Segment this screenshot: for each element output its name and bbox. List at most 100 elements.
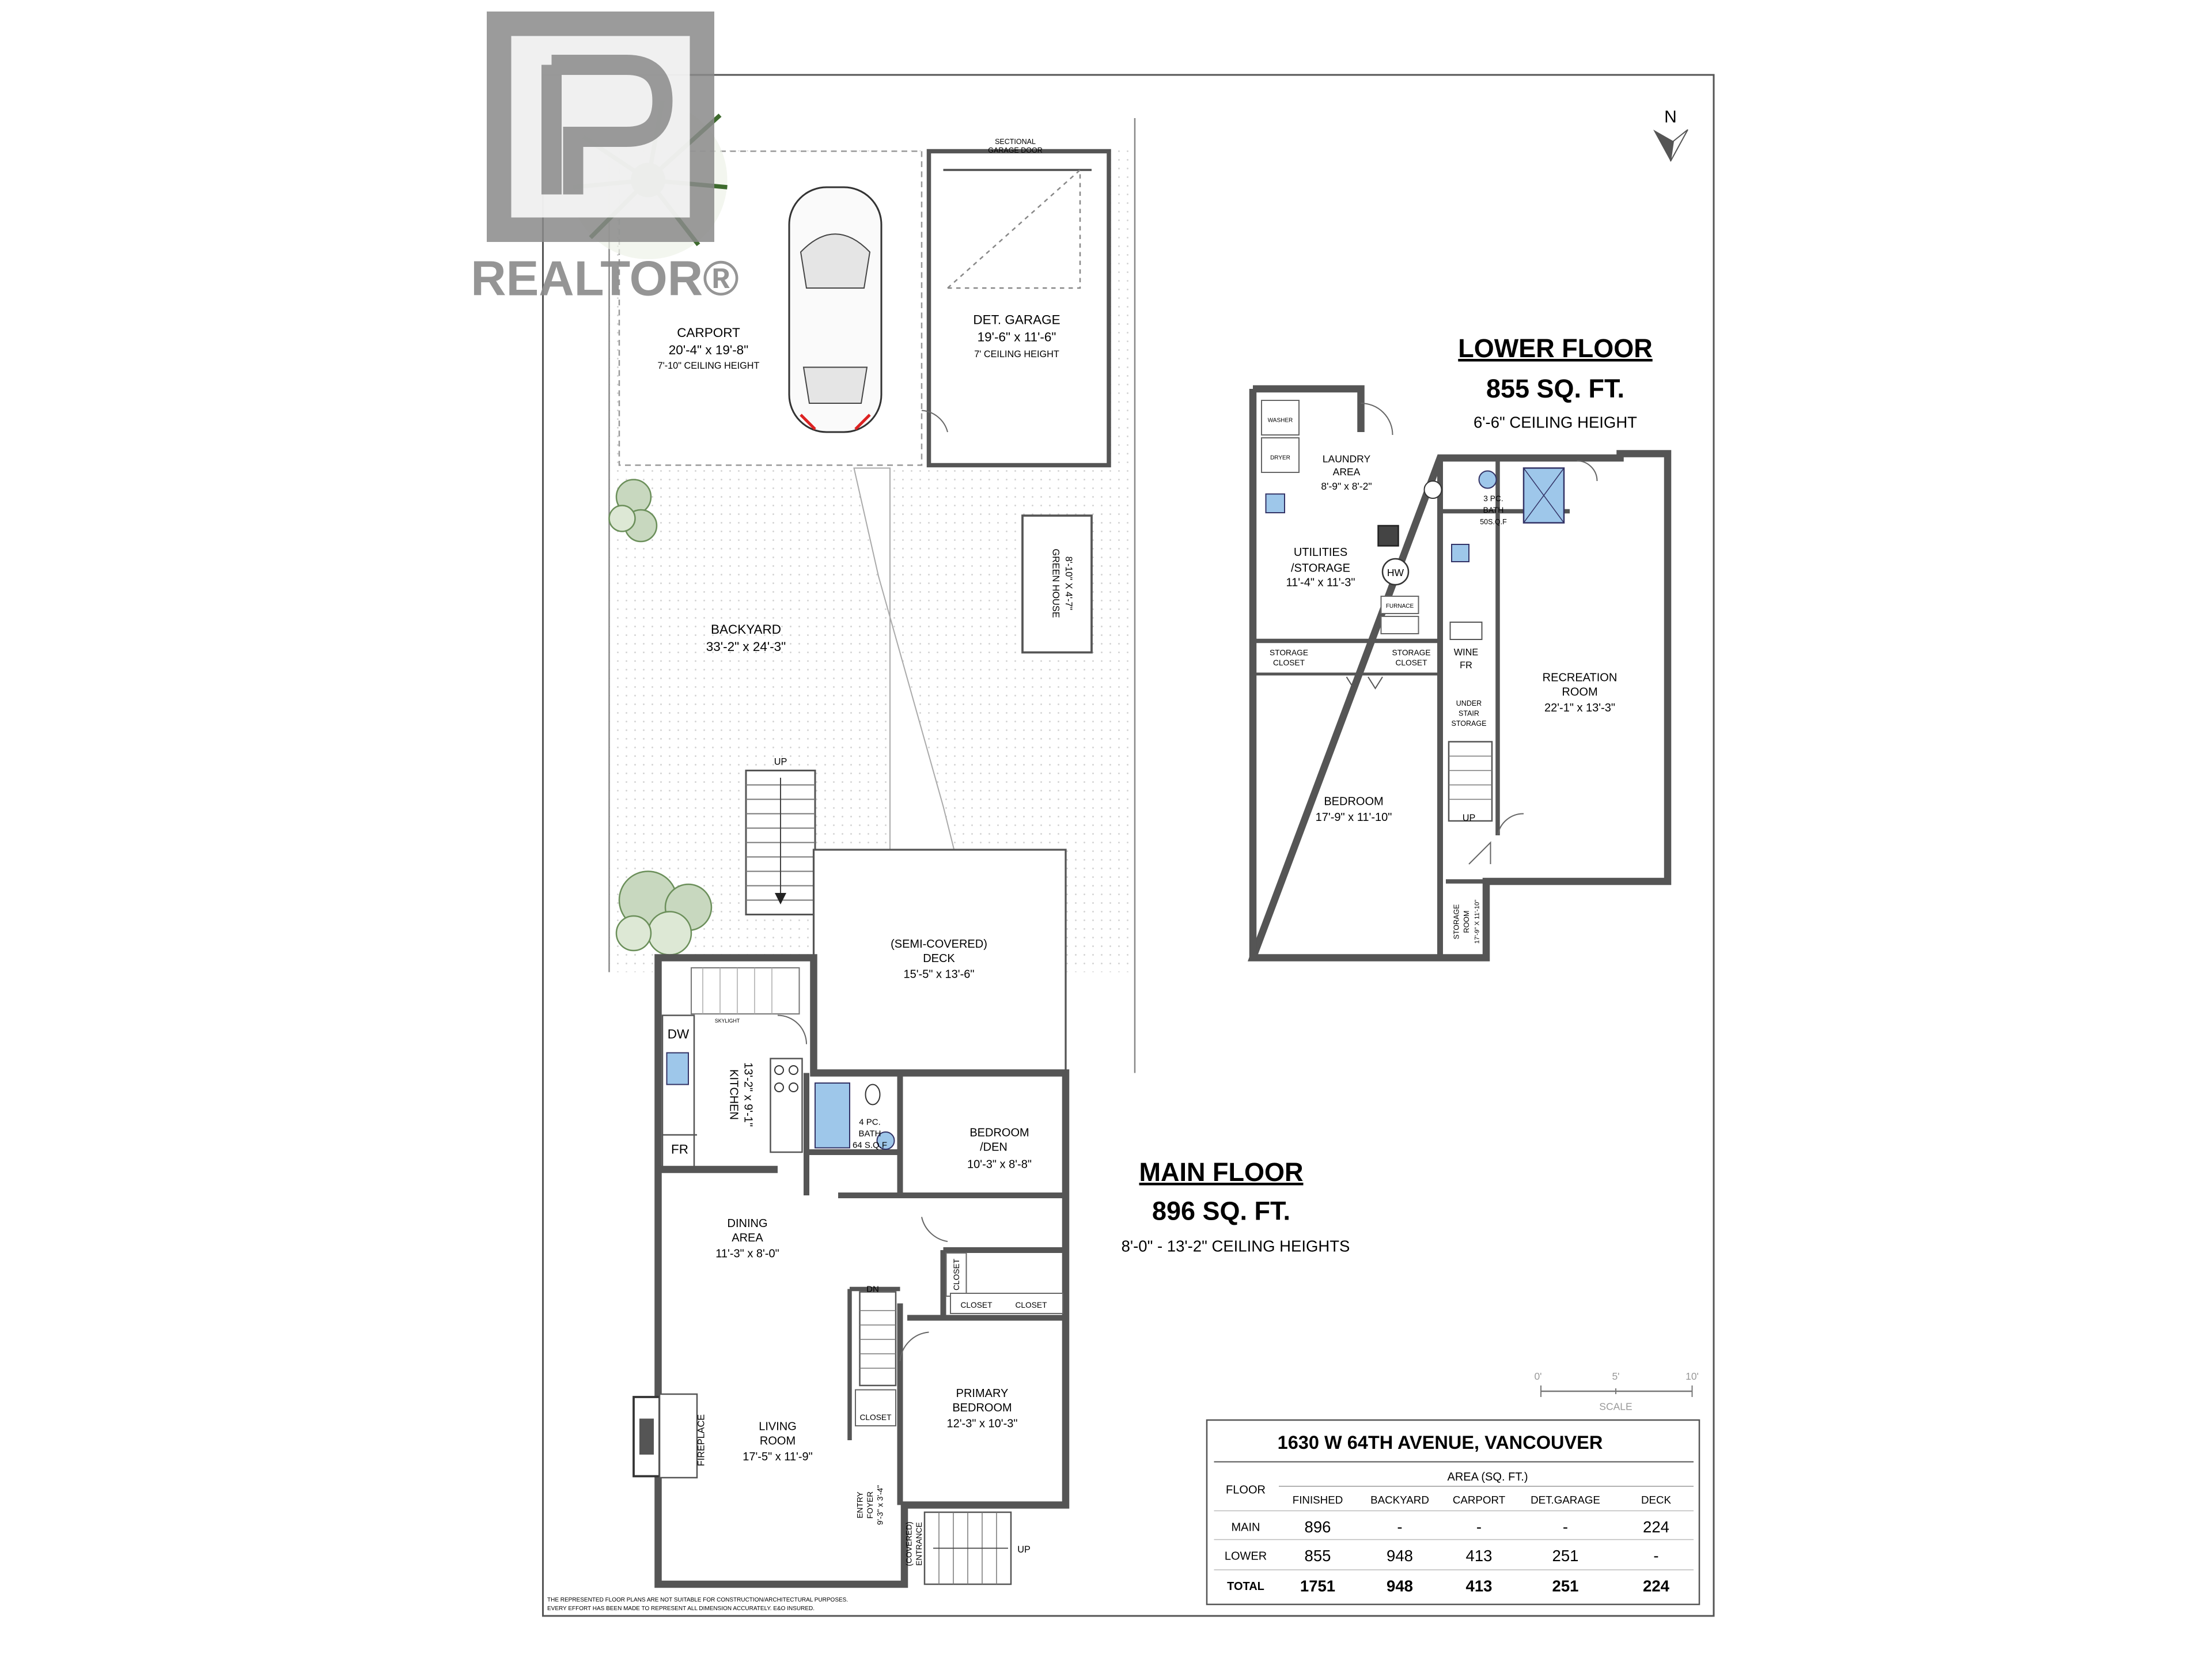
deck-outline: [812, 849, 1067, 1074]
storage-closet-2-label-1: STORAGE: [1392, 649, 1431, 657]
wine-fridge-label-1: WINE: [1454, 648, 1479, 658]
utilities-label-2: /STORAGE: [1291, 562, 1350, 575]
living-dims: 17'-5" x 11'-9": [743, 1451, 813, 1463]
deck-dims: 15'-5" x 13'-6": [903, 968, 974, 981]
table-cell: 413: [1466, 1577, 1493, 1595]
dryer-label: DRYER: [1270, 455, 1290, 461]
lower-bedroom-dims: 17'-9" x 11'-10": [1316, 811, 1392, 824]
lower-stairs-up-label: UP: [1463, 813, 1476, 823]
living-label-2: ROOM: [760, 1435, 796, 1448]
primary-bedroom-label-2: BEDROOM: [952, 1402, 1012, 1414]
table-cell: -: [1563, 1518, 1568, 1536]
realtor-logo-text: REALTOR®: [471, 252, 739, 306]
entrance-label-2: ENTRANCE: [915, 1522, 923, 1566]
vent-icon: [1380, 616, 1419, 634]
garage-door-swing: [947, 169, 1081, 289]
washer-label: WASHER: [1268, 418, 1293, 424]
foyer-label-1: ENTRY: [856, 1491, 865, 1518]
table-row-label: TOTAL: [1227, 1580, 1264, 1593]
table-column-header: BACKYARD: [1370, 1494, 1429, 1506]
garage-dims: 19'-6" x 11'-6": [978, 330, 1056, 344]
garage-door-label-2: GARAGE DOOR: [988, 146, 1042, 154]
door-swing: [777, 1014, 807, 1044]
table-row-label: MAIN: [1232, 1521, 1260, 1534]
table-column-header: DECK: [1641, 1494, 1672, 1506]
entrance-label-1: (COVERED): [905, 1521, 914, 1566]
stove-icon: [774, 1065, 798, 1092]
entrance-up-label: UP: [1017, 1544, 1031, 1555]
lower-floor-title: LOWER FLOOR: [1458, 334, 1652, 363]
table-cell: 855: [1305, 1547, 1331, 1565]
shrub-icon: [615, 870, 713, 956]
north-label: N: [1664, 108, 1677, 127]
stove-counter: [770, 1058, 803, 1153]
car-icon: [788, 186, 882, 433]
table-cell: 948: [1387, 1577, 1413, 1595]
door-swing: [1577, 460, 1598, 482]
recreation-label-2: ROOM: [1562, 686, 1597, 699]
shower-drain: [1523, 468, 1565, 523]
floor-header: FLOOR: [1226, 1484, 1266, 1497]
scale-bar: 0' 5' 10' SCALE: [1534, 1371, 1698, 1413]
sink-icon: [666, 1052, 689, 1085]
entrance-stairs: [923, 1511, 1012, 1585]
utility-box-icon: [1377, 525, 1399, 547]
scale-tick-5: 5': [1612, 1371, 1619, 1382]
dining-dims: 11'-3" x 8'-0": [715, 1248, 779, 1260]
skylight: [691, 967, 800, 1014]
lower-bath-label-2: BATH: [1483, 506, 1504, 514]
water-heater-icon: [1381, 558, 1410, 586]
area-header: AREA (SQ. FT.): [1447, 1471, 1528, 1483]
table-column-header: CARPORT: [1453, 1494, 1506, 1506]
bedroom-den-label-1: BEDROOM: [969, 1127, 1029, 1139]
door-swing: [1468, 841, 1491, 865]
main-floor-walls: [654, 954, 1070, 1588]
interior-stairs-down: [859, 1291, 897, 1387]
living-label-1: LIVING: [759, 1421, 797, 1433]
under-stair-label-3: STORAGE: [1452, 720, 1487, 728]
table-cell: -: [1476, 1518, 1482, 1536]
main-floor-area: 896 SQ. FT.: [1152, 1197, 1290, 1226]
table-cell: 896: [1305, 1518, 1331, 1536]
deck-stairs: [745, 770, 816, 915]
main-bath-label-2: BATH: [859, 1129, 881, 1139]
disclaimer-line-2: EVERY EFFORT HAS BEEN MADE TO REPRESENT …: [547, 1606, 815, 1612]
laundry-label-2: AREA: [1333, 466, 1361, 478]
greenhouse-label: GREEN HOUSE: [1051, 548, 1061, 618]
table-cell: 251: [1552, 1577, 1579, 1595]
foyer-label-2: FOYER: [866, 1491, 874, 1519]
skylight-label: SKYLIGHT: [715, 1018, 740, 1024]
backyard-label: BACKYARD: [711, 622, 781, 637]
dryer-icon: [1261, 437, 1300, 473]
table-column-header: DET.GARAGE: [1531, 1494, 1600, 1506]
door-swing: [899, 1331, 929, 1361]
table-cell: 224: [1643, 1518, 1669, 1536]
carport-ceiling: 7'-10" CEILING HEIGHT: [658, 361, 760, 371]
furnace-icon: [1380, 596, 1419, 614]
table-row-label: LOWER: [1225, 1550, 1267, 1563]
kitchen-dims: 13'-2" x 9'-1": [742, 1062, 755, 1127]
area-summary-table: 1630 W 64TH AVENUE, VANCOUVER FLOOR AREA…: [1206, 1419, 1700, 1606]
lower-floor-plan: LOWER FLOOR 855 SQ. FT. 6'-6" CEILING HE…: [1247, 334, 1672, 961]
closet-label-1: CLOSET: [960, 1301, 993, 1309]
door-swing: [1361, 403, 1393, 436]
washer-icon: [1261, 400, 1300, 436]
storage-closet-2-label-2: CLOSET: [1395, 658, 1427, 667]
bathtub-icon: [815, 1082, 850, 1149]
main-bath-label-3: 64 S.Q.F: [853, 1141, 887, 1150]
main-bath-label-1: 4 PC.: [859, 1118, 881, 1127]
bath-sink-icon: [876, 1131, 895, 1150]
lower-bath-label-1: 3 PC.: [1483, 494, 1503, 503]
bedroom-den-label-2: /DEN: [980, 1141, 1007, 1154]
greenhouse-outline: [1021, 514, 1093, 654]
recreation-dims: 22'-1" x 13'-3": [1544, 702, 1615, 714]
small-closet-label: CLOSET: [859, 1413, 892, 1422]
garage-label: DET. GARAGE: [973, 313, 1060, 327]
lower-floor-ceiling: 6'-6" CEILING HEIGHT: [1474, 414, 1637, 431]
kitchen-label: KITCHEN: [728, 1069, 740, 1120]
skylight-grid: [702, 968, 772, 1014]
dining-label-1: DINING: [728, 1217, 768, 1230]
backyard-dims: 33'-2" x 24'-3": [706, 639, 786, 654]
utilities-label-1: UTILITIES: [1294, 546, 1347, 559]
deck-label-1: (SEMI-COVERED): [891, 938, 987, 951]
